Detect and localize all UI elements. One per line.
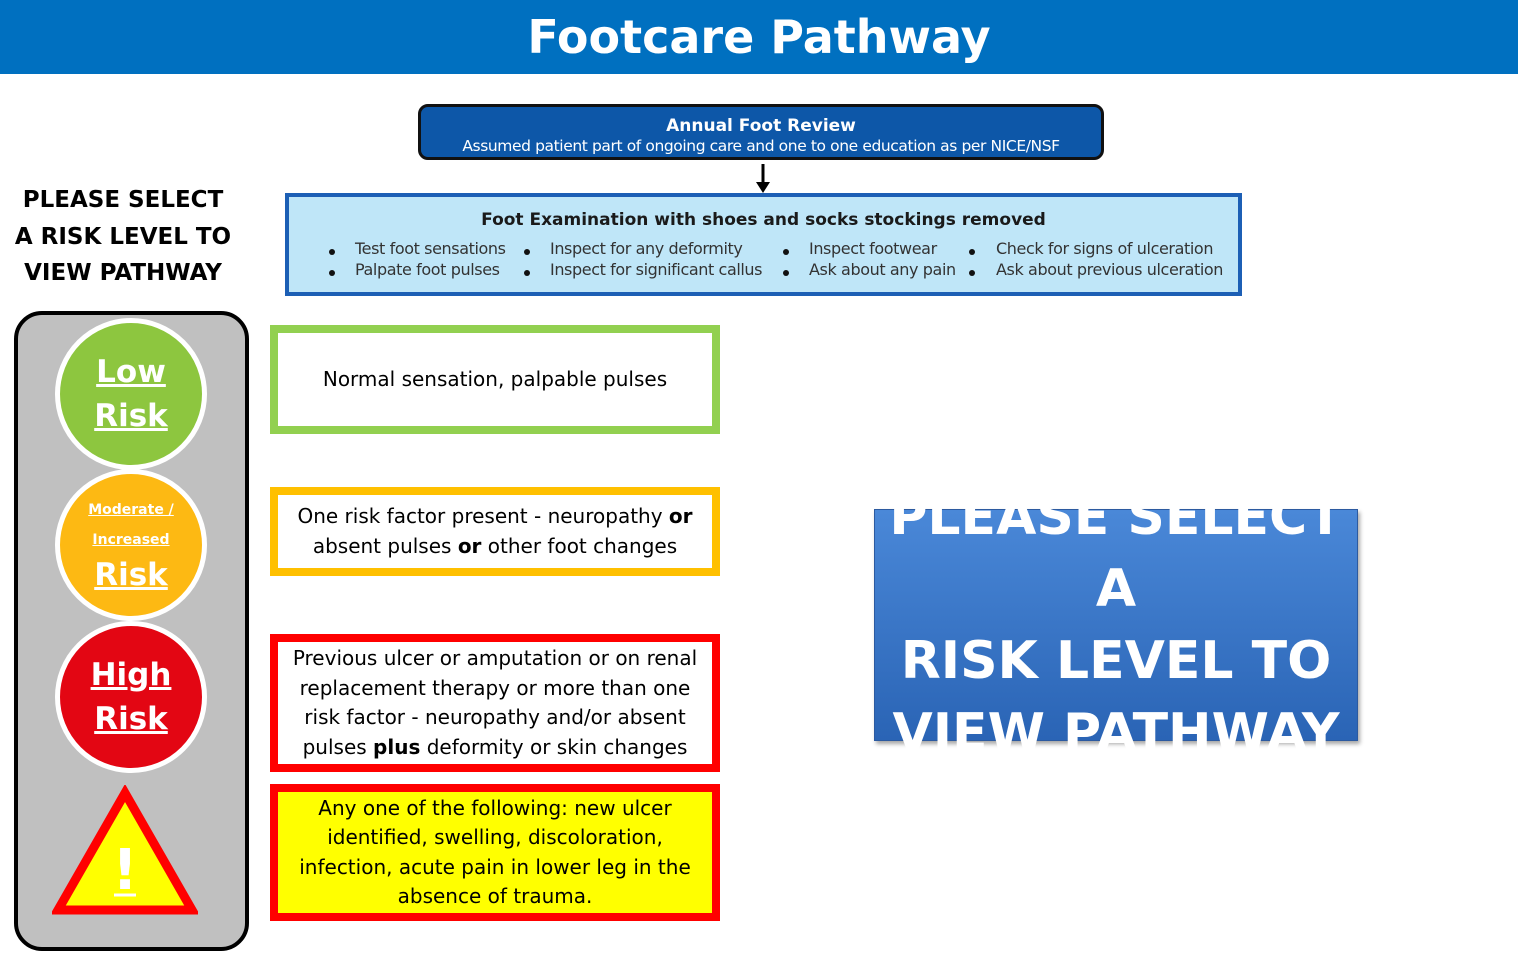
select-risk-level-line: VIEW PATHWAY — [892, 703, 1340, 763]
exam-item-inspect-callus: Inspect for significant callus — [550, 260, 763, 279]
select-risk-level-line: RISK LEVEL TO — [900, 631, 1332, 691]
down-arrow-icon — [756, 164, 770, 193]
select-risk-level-line: PLEASE SELECT A — [889, 487, 1343, 619]
low-risk-button[interactable]: Low Risk — [55, 318, 207, 470]
exam-item-previous-ulceration: Ask about previous ulceration — [996, 260, 1224, 279]
bullet-icon — [969, 249, 975, 255]
moderate-risk-label: Risk — [94, 557, 168, 593]
select-risk-prompt-line: VIEW PATHWAY — [24, 260, 222, 286]
page-title: Footcare Pathway — [527, 10, 991, 64]
high-risk-label: High — [90, 657, 172, 693]
exam-item-test-sensations: Test foot sensations — [355, 239, 506, 258]
moderate-risk-label: Increased — [92, 532, 170, 548]
bullet-icon — [969, 270, 975, 276]
exam-item-inspect-deformity: Inspect for any deformity — [550, 239, 743, 258]
low-risk-description: Normal sensation, palpable pulses — [270, 325, 720, 434]
annual-foot-review-box: Annual Foot Review Assumed patient part … — [418, 104, 1104, 160]
moderate-risk-label: Moderate / — [88, 502, 174, 518]
moderate-risk-button[interactable]: Moderate / Increased Risk — [55, 469, 207, 621]
warning-exclamation: ! — [112, 838, 138, 903]
annual-foot-review-title: Annual Foot Review — [666, 116, 856, 136]
bullet-icon — [329, 270, 335, 276]
urgent-description: Any one of the following: new ulcer iden… — [270, 784, 720, 921]
select-risk-prompt-line: PLEASE SELECT — [22, 187, 224, 213]
exam-item-palpate-pulses: Palpate foot pulses — [355, 260, 500, 279]
bullet-icon — [524, 270, 530, 276]
low-risk-description-text: Normal sensation, palpable pulses — [322, 366, 668, 391]
select-risk-level-button[interactable]: PLEASE SELECT A RISK LEVEL TO VIEW PATHW… — [874, 487, 1358, 763]
moderate-risk-description-text: One risk factor present - neuropathy or … — [297, 504, 693, 558]
urgent-description-text: Any one of the following: new ulcer iden… — [299, 795, 691, 909]
bullet-icon — [783, 249, 789, 255]
select-risk-prompt: PLEASE SELECT A RISK LEVEL TO VIEW PATHW… — [0, 182, 246, 292]
moderate-risk-description: One risk factor present - neuropathy or … — [270, 487, 720, 576]
exam-item-inspect-footwear: Inspect footwear — [809, 239, 937, 258]
annual-foot-review-subtitle: Assumed patient part of ongoing care and… — [462, 137, 1060, 155]
foot-examination-title: Foot Examination with shoes and socks st… — [481, 210, 1046, 230]
exam-item-check-ulceration: Check for signs of ulceration — [996, 239, 1214, 258]
low-risk-label: Low — [96, 354, 166, 390]
low-risk-label: Risk — [94, 398, 168, 434]
bullet-icon — [329, 249, 335, 255]
header-bar: Footcare Pathway — [0, 0, 1518, 74]
high-risk-description-text: Previous ulcer or amputation or on renal… — [292, 646, 698, 759]
high-risk-description: Previous ulcer or amputation or on renal… — [270, 634, 720, 772]
bullet-icon — [524, 249, 530, 255]
high-risk-label: Risk — [94, 701, 168, 737]
exam-item-ask-pain: Ask about any pain — [809, 260, 956, 279]
bullet-icon — [783, 270, 789, 276]
warning-triangle-icon[interactable]: ! — [52, 785, 198, 917]
high-risk-button[interactable]: High Risk — [55, 621, 207, 773]
select-risk-prompt-line: A RISK LEVEL TO — [14, 223, 232, 250]
foot-examination-box: Foot Examination with shoes and socks st… — [285, 193, 1242, 296]
